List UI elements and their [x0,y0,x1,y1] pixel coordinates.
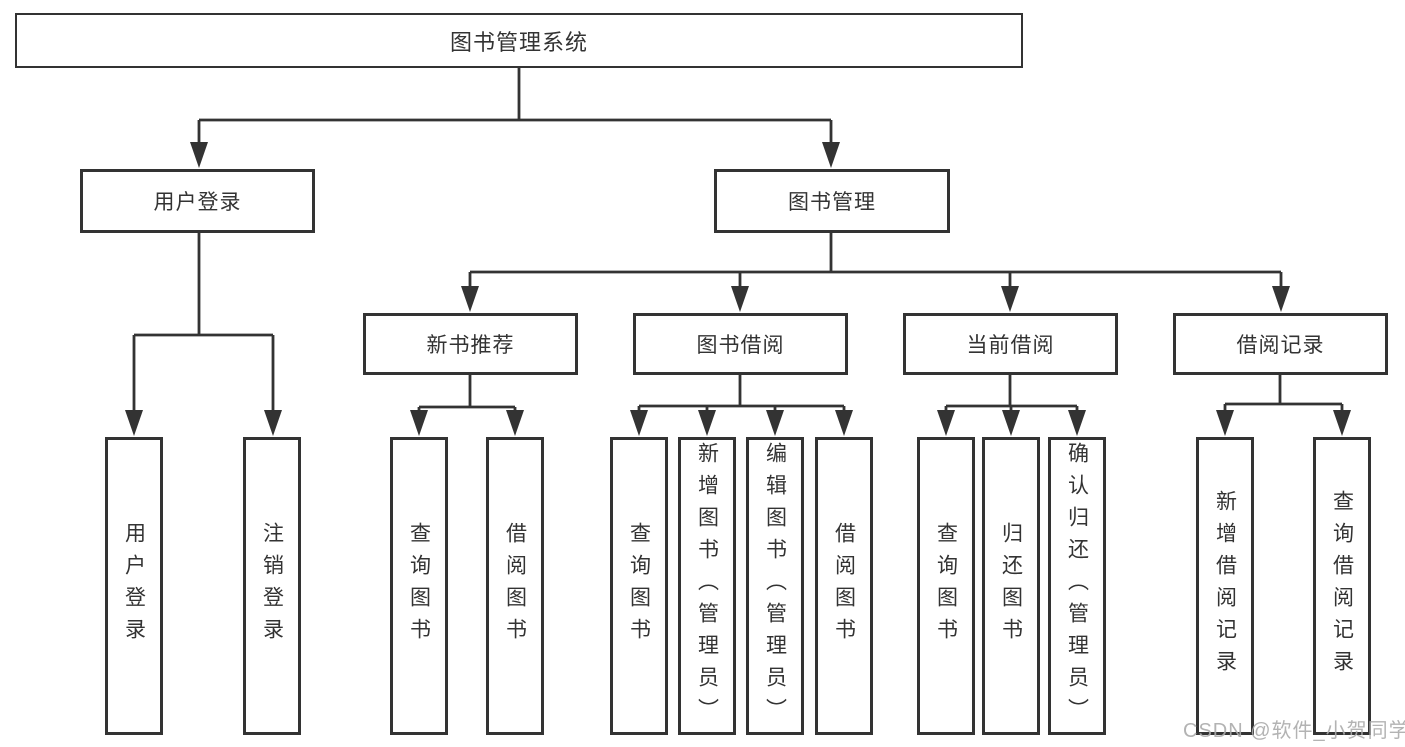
leaf-current-confirm-return-admin: 确认归还（管理员） [1048,437,1106,735]
arrowhead [731,286,749,312]
leaf-borrowing-borrow-books-label: 借阅图书 [832,522,856,650]
node-book-management: 图书管理 [714,169,950,233]
connector-borrowing-records-to-leaves [1216,375,1351,436]
node-book-management-label: 图书管理 [788,191,876,214]
leaf-recommend-borrow-books-label: 借阅图书 [503,522,527,650]
leaf-borrowing-edit-books-admin: 编辑图书（管理员） [746,437,804,735]
leaf-user-login-label: 用户登录 [122,522,146,650]
leaf-current-query-books-label: 查询图书 [934,522,958,650]
connector-book-management-to-level3 [461,233,1290,312]
arrowhead [1068,410,1086,436]
arrowhead [630,410,648,436]
arrowhead [1002,410,1020,436]
arrowhead [1272,286,1290,312]
arrowhead [410,410,428,436]
leaf-logout-login: 注销登录 [243,437,301,735]
node-borrowing-records: 借阅记录 [1173,313,1388,375]
arrowhead [937,410,955,436]
leaf-borrowing-borrow-books: 借阅图书 [815,437,873,735]
node-book-borrowing: 图书借阅 [633,313,848,375]
leaf-current-query-books: 查询图书 [917,437,975,735]
arrowhead [1333,410,1351,436]
node-library-management-system-label: 图书管理系统 [449,29,588,55]
arrowhead [190,142,208,168]
connector-current-borrowing-to-leaves [937,375,1086,436]
node-new-book-recommendation-label: 新书推荐 [426,334,515,357]
arrowhead [264,410,282,436]
node-new-book-recommendation: 新书推荐 [363,313,578,375]
arrowhead [698,410,716,436]
leaf-current-return-books: 归还图书 [982,437,1040,735]
node-library-management-system: 图书管理系统 [15,13,1023,68]
leaf-current-confirm-return-admin-label: 确认归还（管理员） [1065,442,1089,730]
arrowhead [1216,410,1234,436]
csdn-watermark: CSDN @软件_小贺同学 [1183,720,1405,742]
leaf-borrowing-add-books-admin-label: 新增图书（管理员） [695,442,719,730]
connector-root-to-level2 [190,68,840,168]
arrowhead [835,410,853,436]
node-book-borrowing-label: 图书借阅 [696,334,785,357]
leaf-borrowing-edit-books-admin-label: 编辑图书（管理员） [763,442,787,730]
node-user-login: 用户登录 [80,169,315,233]
connector-book-borrowing-to-leaves [630,375,853,436]
arrowhead [766,410,784,436]
leaf-logout-login-label: 注销登录 [260,522,284,650]
leaf-borrowing-add-books-admin: 新增图书（管理员） [678,437,736,735]
connector-user-login-to-leaves [125,233,282,436]
leaf-records-query-borrow-record: 查询借阅记录 [1313,437,1371,735]
leaf-recommend-borrow-books: 借阅图书 [486,437,544,735]
node-current-borrowing-label: 当前借阅 [966,334,1055,357]
leaf-records-query-borrow-record-label: 查询借阅记录 [1330,490,1354,682]
leaf-borrowing-query-books: 查询图书 [610,437,668,735]
node-current-borrowing: 当前借阅 [903,313,1118,375]
leaf-records-add-borrow-record: 新增借阅记录 [1196,437,1254,735]
leaf-recommend-query-books-label: 查询图书 [407,522,431,650]
arrowhead [125,410,143,436]
leaf-user-login: 用户登录 [105,437,163,735]
arrowhead [461,286,479,312]
arrowhead [506,410,524,436]
leaf-recommend-query-books: 查询图书 [390,437,448,735]
arrowhead [822,142,840,168]
arrowhead [1001,286,1019,312]
leaf-borrowing-query-books-label: 查询图书 [627,522,651,650]
leaf-records-add-borrow-record-label: 新增借阅记录 [1213,490,1237,682]
node-borrowing-records-label: 借阅记录 [1236,334,1325,357]
connector-new-book-recommendation-to-leaves [410,375,524,436]
leaf-current-return-books-label: 归还图书 [999,522,1023,650]
node-user-login-label: 用户登录 [153,191,242,214]
